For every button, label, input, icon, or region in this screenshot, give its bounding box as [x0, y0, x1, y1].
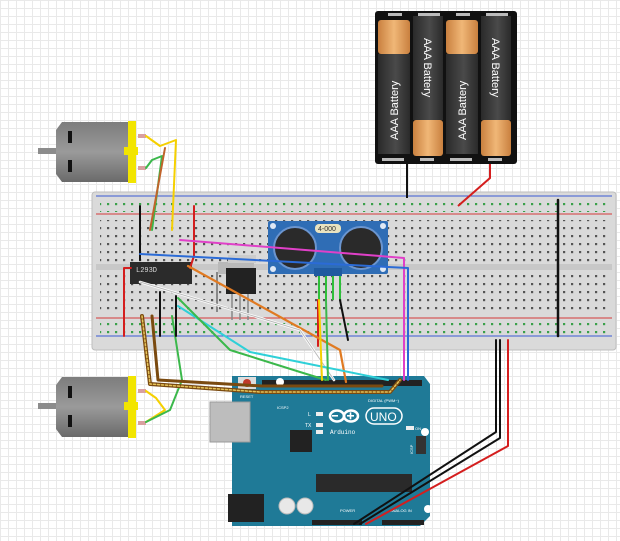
wire-green-motor2 — [145, 315, 183, 423]
digital-label: DIGITAL (PWM~) — [368, 398, 400, 403]
wires — [123, 135, 560, 525]
sensor-pins — [318, 276, 341, 300]
power-header — [312, 520, 362, 525]
wire-white — [139, 281, 335, 381]
battery-cell-label: AAA Battery — [421, 38, 433, 98]
reset-label: RESET — [240, 394, 254, 399]
led-label: TX — [305, 423, 312, 429]
analog-header — [382, 520, 424, 525]
l293d-chip: L293D — [130, 262, 192, 284]
icsp2-label: ICSP2 — [277, 405, 289, 410]
battery-cell-label: AAA Battery — [457, 80, 469, 140]
bottom-power-rail-holes — [100, 320, 608, 334]
wire-gnd-arduino — [359, 339, 501, 525]
icsp-label: ICSP — [409, 444, 414, 454]
icsp-header — [416, 436, 426, 454]
atmega-chip — [316, 474, 412, 492]
battery-cell-4: AAA Battery — [481, 16, 511, 156]
analog-label: ANALOG IN — [390, 508, 412, 513]
ultrasonic-sensor: 4-000 — [268, 221, 388, 276]
sensor-crystal-label: 4-000 — [318, 226, 336, 233]
power-jack — [228, 494, 264, 522]
wire-brown-motor — [149, 147, 166, 231]
wire-yellow-motor — [145, 135, 177, 231]
chip-label: L293D — [136, 267, 157, 275]
model-label: UNO — [370, 410, 397, 424]
motor-top — [38, 121, 146, 183]
usb-chip — [290, 430, 312, 452]
top-power-rail-holes — [100, 198, 608, 212]
wire-battery-positive — [457, 164, 491, 207]
battery-cell-2: AAA Battery — [413, 16, 443, 156]
battery-pack: AAA Battery AAA Battery AAA Battery AAA … — [375, 11, 517, 164]
power-label: POWER — [340, 508, 355, 513]
wire-magenta-trig — [179, 239, 405, 381]
on-label: ON — [415, 426, 421, 431]
wire-green — [177, 297, 327, 381]
arduino-logo: UNO Arduino — [328, 407, 403, 436]
brand-label: Arduino — [330, 429, 356, 436]
wire-yellow-motor2 — [145, 390, 166, 423]
battery-cell-label: AAA Battery — [489, 38, 501, 98]
wire-vin-arduino — [365, 339, 509, 525]
arduino-uno: RESET ICSP2 DIGITAL (PWM~) L TX RX ON UN… — [209, 376, 432, 526]
wire-blue-echo — [139, 253, 409, 381]
usb-port — [209, 401, 251, 443]
receiver — [339, 226, 383, 270]
battery-cell-1: AAA Battery — [378, 20, 410, 154]
motor-bottom — [38, 376, 146, 438]
battery-cell-3: AAA Battery — [446, 20, 478, 154]
wire-red-jumper — [123, 267, 132, 337]
digital-header — [262, 380, 422, 386]
led-label: L — [308, 412, 311, 418]
battery-cell-label: AAA Battery — [389, 80, 401, 140]
